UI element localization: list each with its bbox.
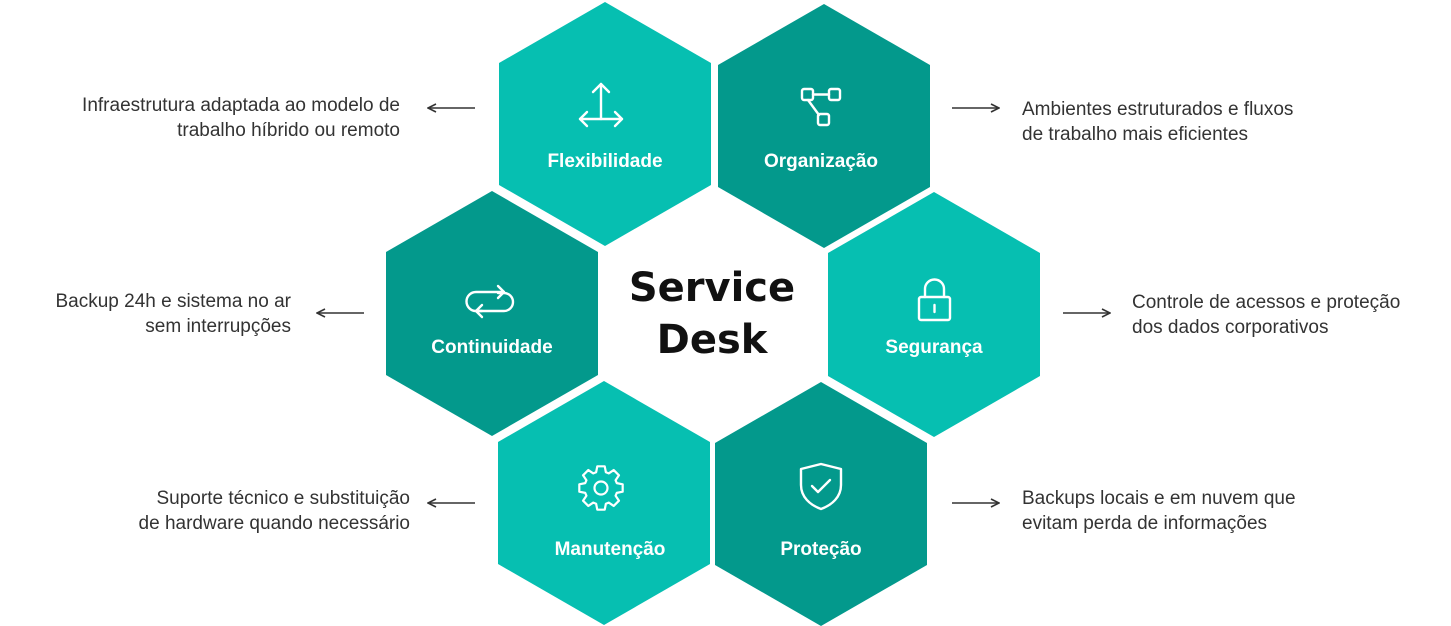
center-title-line2: Desk: [657, 317, 769, 363]
desc-line: Suporte técnico e substituição: [156, 488, 411, 509]
desc-organizacao: Ambientes estruturados e fluxos de traba…: [1022, 97, 1293, 147]
sync-icon: [465, 284, 515, 319]
lock-icon: [917, 278, 952, 322]
shield-check-icon: [799, 462, 843, 511]
gear-icon: [578, 465, 624, 511]
desc-line: Controle de acessos e proteção: [1132, 292, 1401, 313]
desc-line: de hardware quando necessário: [138, 513, 410, 534]
hex-manutencao: Manutenção: [498, 381, 710, 625]
workflow-icon: [800, 87, 842, 127]
hex-shape: [386, 191, 598, 436]
hex-shape: [715, 382, 927, 626]
desc-continuidade: Backup 24h e sistema no ar sem interrupç…: [55, 289, 291, 339]
center-title-line1: Service: [629, 265, 795, 311]
desc-seguranca: Controle de acessos e proteção dos dados…: [1132, 290, 1400, 340]
desc-manutencao: Suporte técnico e substituição de hardwa…: [139, 486, 410, 536]
hex-flexibilidade: Flexibilidade: [499, 2, 711, 246]
hex-label-manutencao: Manutenção: [555, 539, 666, 560]
desc-line: Backups locais e em nuvem que: [1022, 488, 1296, 509]
hex-seguranca: Segurança: [828, 192, 1040, 437]
desc-line: dos dados corporativos: [1132, 317, 1329, 338]
hex-label-seguranca: Segurança: [885, 337, 983, 358]
desc-flexibilidade: Infraestrutura adaptada ao modelo de tra…: [82, 93, 400, 143]
hex-continuidade: Continuidade: [386, 191, 598, 436]
desc-protecao: Backups locais e em nuvem que evitam per…: [1022, 486, 1296, 536]
desc-line: Ambientes estruturados e fluxos: [1022, 99, 1294, 120]
hex-organizacao: Organização: [718, 4, 930, 248]
hex-shape: [828, 192, 1040, 437]
desc-line: evitam perda de informações: [1022, 513, 1268, 534]
hex-shape: [499, 2, 711, 246]
hex-protecao: Proteção: [715, 382, 927, 626]
desc-line: Infraestrutura adaptada ao modelo de: [82, 95, 400, 116]
hex-label-organizacao: Organização: [764, 151, 878, 172]
desc-line: trabalho híbrido ou remoto: [177, 120, 400, 141]
desc-line: de trabalho mais eficientes: [1022, 124, 1249, 145]
desc-line: sem interrupções: [145, 316, 291, 337]
hex-label-protecao: Proteção: [780, 539, 861, 560]
hex-label-continuidade: Continuidade: [431, 337, 552, 358]
hex-shape: [498, 381, 710, 625]
hex-label-flexibilidade: Flexibilidade: [547, 151, 662, 172]
desc-line: Backup 24h e sistema no ar: [55, 291, 291, 312]
arrows-expand-icon: [578, 82, 624, 128]
